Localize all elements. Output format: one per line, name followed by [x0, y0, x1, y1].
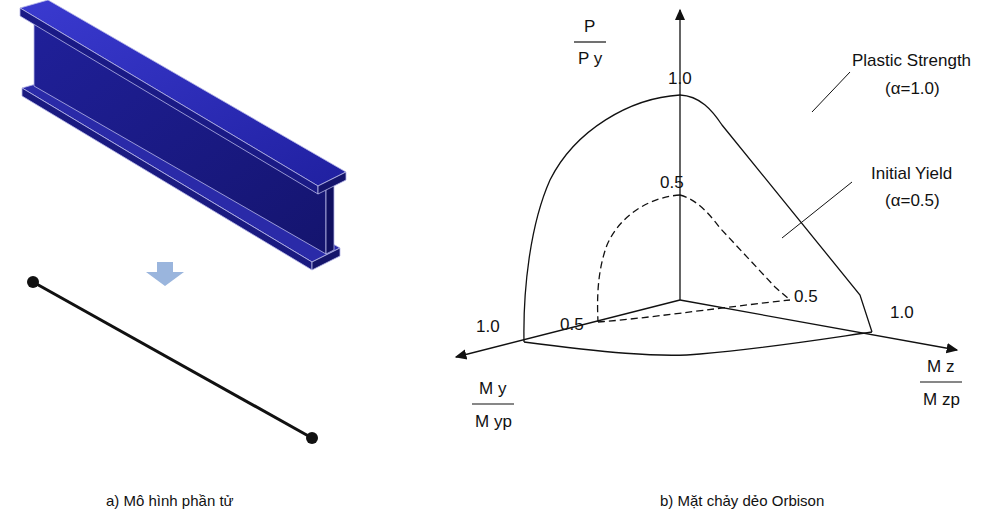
plastic-surface — [524, 95, 872, 355]
axis-label: M z — [927, 358, 954, 375]
tick-value: 1.0 — [668, 70, 692, 87]
transform-arrow — [146, 262, 184, 286]
caption: b) Mặt chảy dẻo Orbison — [660, 493, 824, 508]
leader-line — [782, 72, 852, 238]
axis-label: M y — [479, 380, 506, 397]
curve-label: (α=1.0) — [885, 80, 940, 97]
curve-label: Initial Yield — [871, 165, 952, 182]
tick-value: 0.5 — [660, 174, 684, 191]
beam-element — [27, 276, 318, 444]
curve-label: (α=0.5) — [885, 192, 940, 209]
tick-value: 1.0 — [476, 318, 500, 335]
i-beam — [20, 0, 346, 270]
curve-label: Plastic Strength — [852, 52, 971, 69]
yield-surface — [598, 195, 790, 322]
tick-value: 0.5 — [794, 288, 818, 305]
fraction-bar — [472, 42, 962, 404]
caption: a) Mô hình phần tử — [106, 493, 234, 508]
tick-value: 0.5 — [560, 316, 584, 333]
axis-label: P — [584, 18, 595, 35]
axis-label: M zp — [923, 391, 960, 408]
axis-label: M yp — [475, 413, 512, 430]
tick-value: 1.0 — [890, 304, 914, 321]
axis-label: P y — [578, 50, 602, 67]
